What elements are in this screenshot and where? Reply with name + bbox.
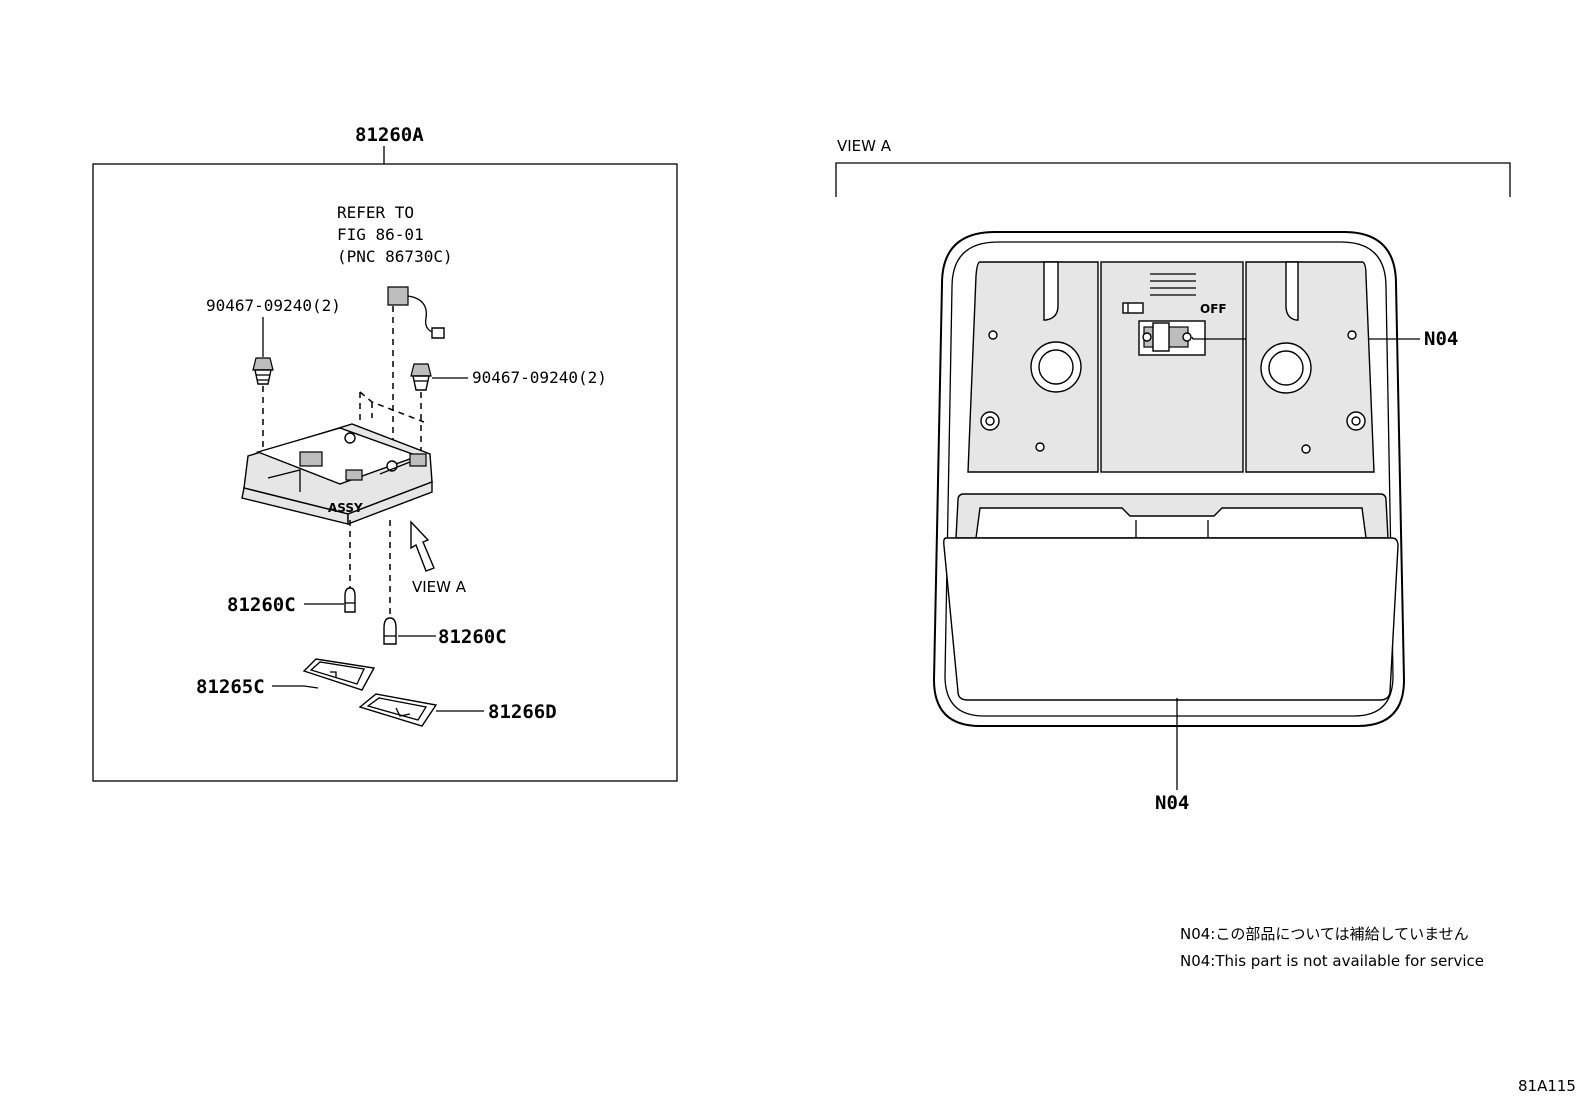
bulb-right	[383, 617, 397, 645]
bulb-left-label: 81260C	[227, 594, 296, 616]
lens-cover-left	[302, 658, 376, 691]
door-icon	[1122, 302, 1144, 314]
figure-code: 81A115	[1518, 1077, 1576, 1095]
view-a-arrow-icon	[410, 520, 435, 572]
switch-off-label: OFF	[1200, 302, 1227, 316]
assembly-label: 81260A	[355, 124, 424, 146]
refer-note-line3: (PNC 86730C)	[337, 247, 453, 266]
lens-cover-left-label: 81265C	[196, 676, 265, 698]
clip-right-label: 90467-09240(2)	[472, 368, 607, 387]
bulb-left	[344, 587, 356, 613]
harness-connector	[387, 286, 445, 339]
svg-text:ASSY: ASSY	[328, 501, 363, 515]
view-a-title: VIEW A	[837, 137, 892, 155]
view-a-bracket	[835, 162, 1511, 197]
refer-note-line1: REFER TO	[337, 203, 414, 222]
n04-bottom-label: N04	[1155, 792, 1189, 814]
bulb-right-label: 81260C	[438, 626, 507, 648]
refer-note-line2: FIG 86-01	[337, 225, 424, 244]
clip-right	[410, 363, 432, 391]
console-outer	[932, 231, 1406, 727]
map-lamp-switch	[1142, 322, 1192, 352]
view-a-panel: VIEW A OFF	[835, 137, 1511, 814]
switch-bay: OFF	[1100, 261, 1244, 473]
sunglass-holder	[943, 493, 1399, 701]
view-a-arrow-label: VIEW A	[412, 578, 467, 596]
n04-switch-label: N04	[1424, 328, 1458, 350]
lens-cover-right	[358, 693, 438, 727]
lamp-bay-left	[967, 261, 1099, 473]
note-japanese: N04:この部品については補給していません	[1180, 925, 1469, 943]
assembly-panel: 81260A REFER TO FIG 86-01 (PNC 86730C) 9…	[92, 124, 678, 782]
note-english: N04:This part is not available for servi…	[1180, 952, 1484, 970]
clip-left	[252, 357, 274, 385]
assembly-frame	[92, 163, 678, 782]
lens-cover-right-label: 81266D	[488, 701, 557, 723]
lamp-bay-right	[1245, 261, 1375, 473]
map-lamp-housing: ASSY	[241, 423, 433, 526]
holder-door	[943, 537, 1399, 701]
clip-left-label: 90467-09240(2)	[206, 296, 341, 315]
